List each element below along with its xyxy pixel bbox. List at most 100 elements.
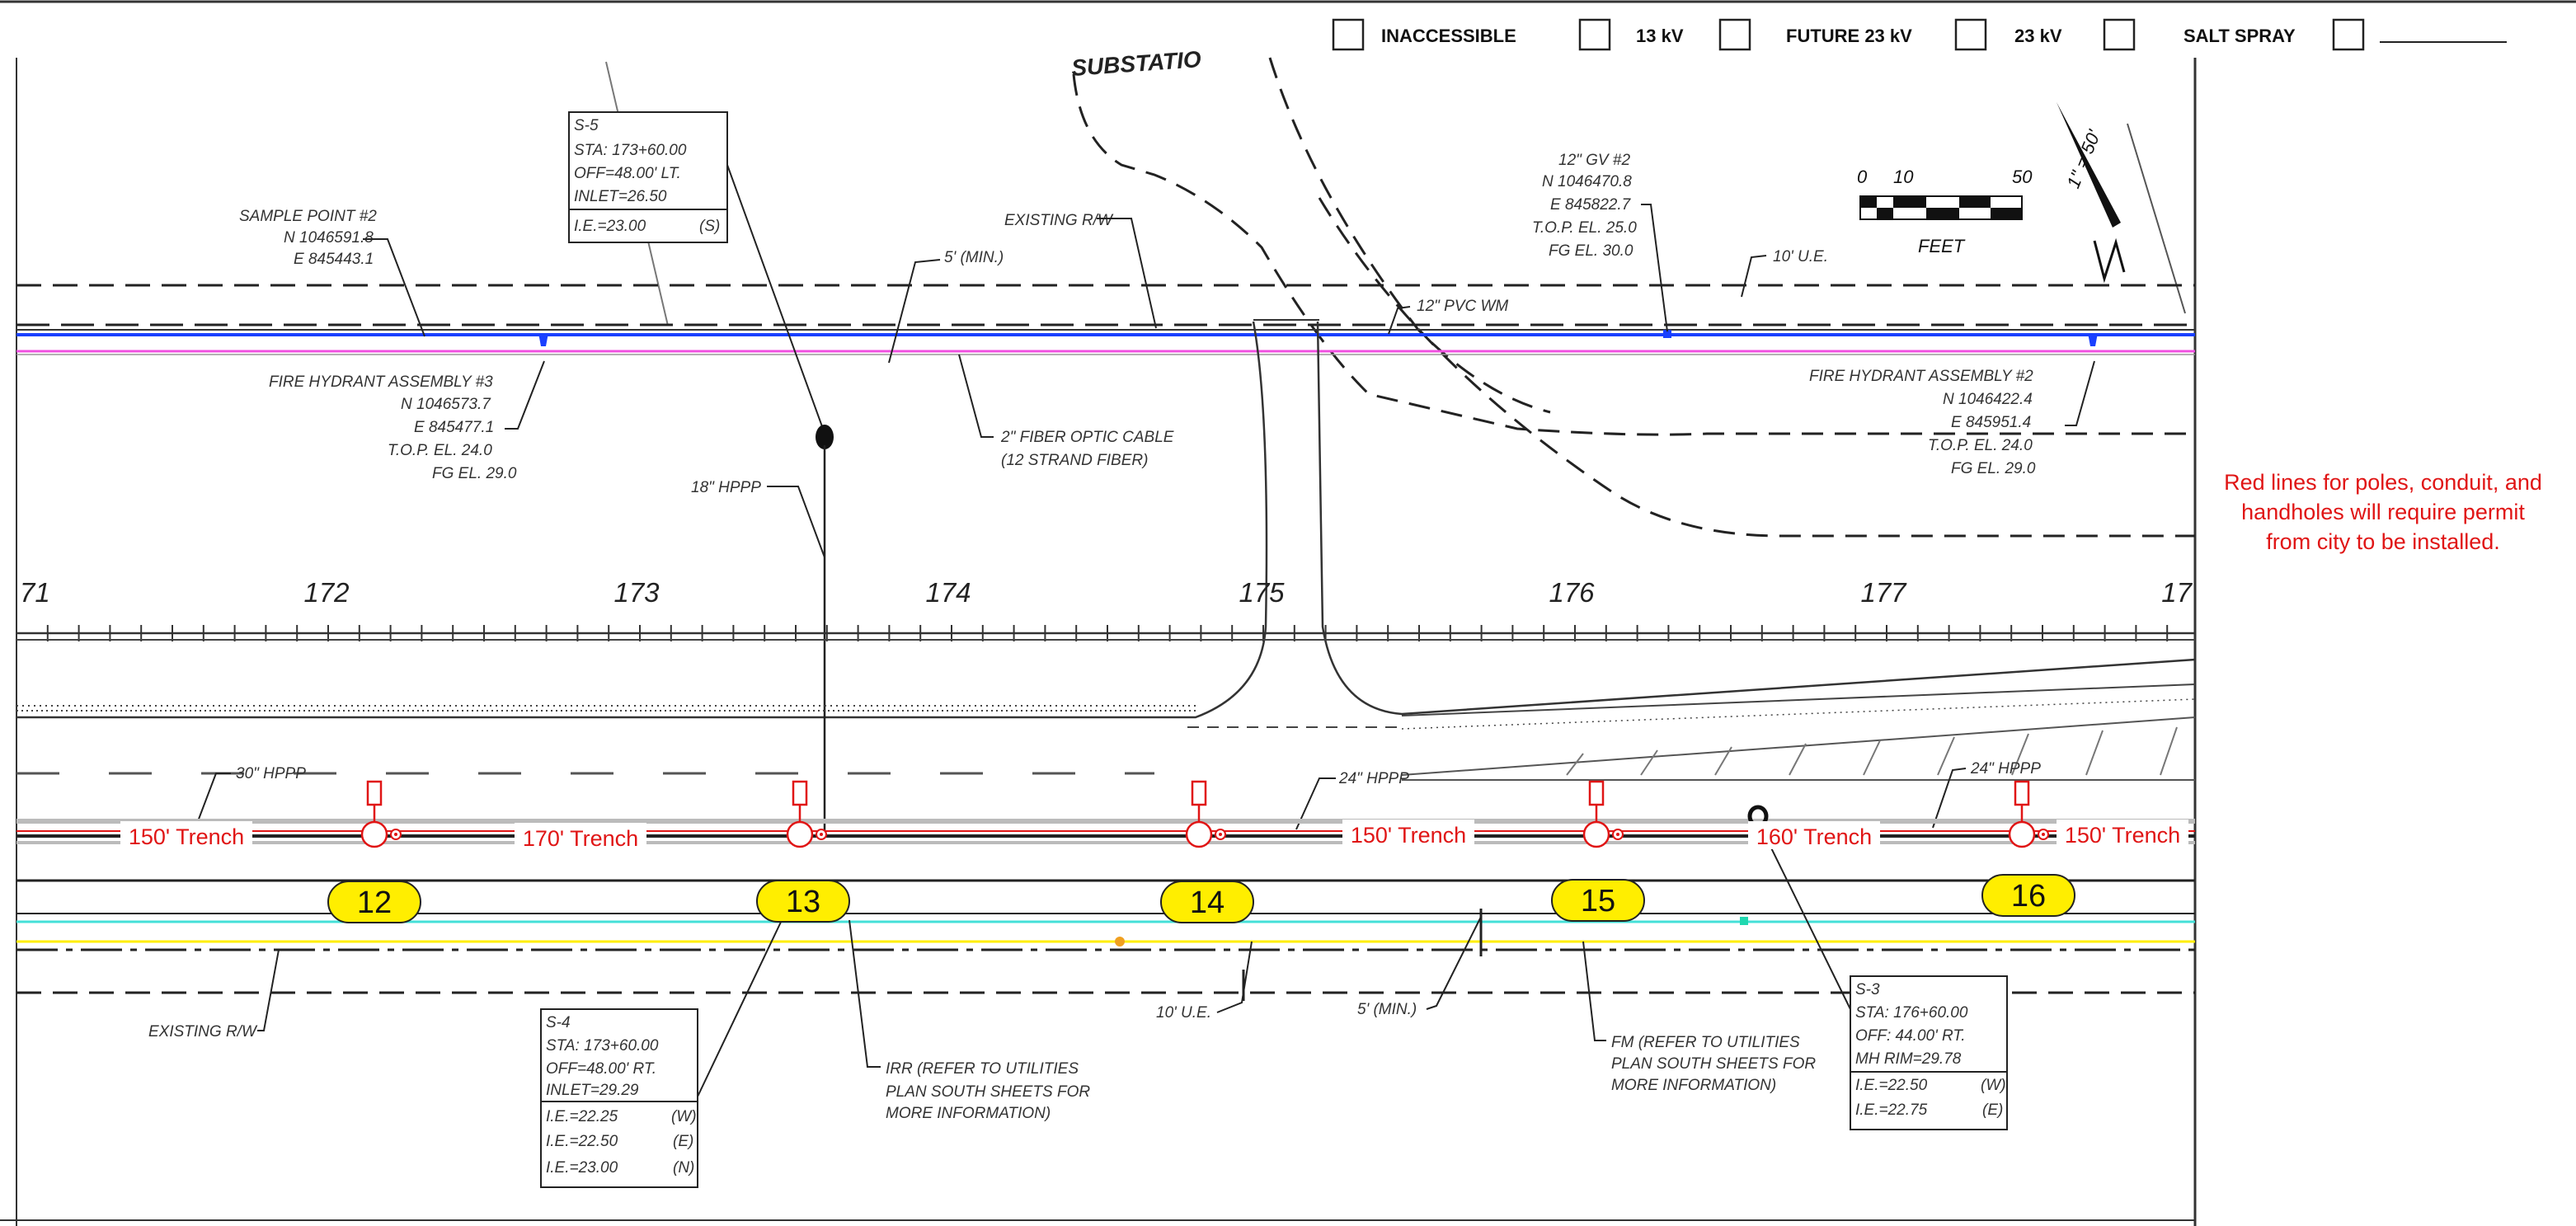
pole-number-badge[interactable]	[1160, 881, 1254, 923]
pole-number-badge[interactable]	[1981, 874, 2075, 917]
legend-checkbox-salt-spray[interactable]	[2103, 18, 2136, 51]
pole-number-badge[interactable]	[327, 881, 421, 923]
legend-checkbox-23kv[interactable]	[1954, 18, 1987, 51]
svg-text:0: 0	[1857, 167, 1868, 187]
callout-irr: IRR (REFER TO UTILITIES PLAN SOUTH SHEET…	[848, 919, 1090, 1122]
legend-label-inaccessible: INACCESSIBLE	[1381, 26, 1516, 46]
pole-icon[interactable]	[1185, 820, 1213, 848]
pole-number: 14	[1190, 885, 1225, 920]
min5-top-label: 5' (MIN.)	[944, 249, 1004, 266]
fire-hydrant-3-icon	[538, 333, 548, 346]
pvc-label: 12" PVC WM	[1417, 298, 1508, 315]
svg-text:FEET: FEET	[1918, 236, 1966, 256]
pole-icon[interactable]	[360, 820, 388, 848]
legend-checkbox-inaccessible[interactable]	[1332, 18, 1365, 51]
svg-text:MORE INFORMATION): MORE INFORMATION)	[1611, 1077, 1776, 1094]
legend-label-future-23kv: FUTURE 23 kV	[1786, 26, 1912, 46]
substation-label: SUBSTATIO	[1070, 46, 1202, 81]
station-label: 174	[925, 577, 971, 608]
svg-text:S-5: S-5	[574, 117, 599, 134]
anchor-dot	[1616, 833, 1619, 836]
trench-label: 150' Trench	[2065, 823, 2180, 848]
riser-icon	[1191, 780, 1207, 806]
svg-text:MH RIM=29.78: MH RIM=29.78	[1855, 1050, 1962, 1068]
ue-bot-label: 10' U.E.	[1156, 1004, 1211, 1022]
svg-text:S-4: S-4	[546, 1014, 571, 1031]
svg-text:FM (REFER TO UTILITIES: FM (REFER TO UTILITIES	[1611, 1034, 1800, 1051]
hppp24a-label: 24" HPPP	[1338, 770, 1409, 787]
svg-text:STA: 173+60.00: STA: 173+60.00	[546, 1037, 659, 1055]
svg-text:(N): (N)	[673, 1159, 694, 1177]
callout-gate-valve: 12" GV #2 N 1046470.8 E 845822.7 T.O.P. …	[1532, 152, 1668, 332]
svg-text:N 1046422.4: N 1046422.4	[1943, 391, 2033, 408]
station-ticks	[16, 625, 2169, 641]
anchor-dot	[1219, 833, 1222, 836]
scale-bar: 0 10 50 FEET 1" = 50'	[1857, 126, 2105, 256]
anchor-dot	[394, 833, 397, 836]
svg-text:SAMPLE POINT #2: SAMPLE POINT #2	[239, 208, 377, 225]
permit-note: Red lines for poles, conduit, and handho…	[2224, 470, 2542, 554]
marker-green-icon	[1740, 917, 1748, 925]
permit-note-line2: handholes will require permit	[2241, 500, 2525, 524]
marker-orange-icon	[1115, 937, 1125, 947]
hppp24b-label: 24" HPPP	[1970, 760, 2041, 777]
svg-text:E 845477.1: E 845477.1	[414, 419, 494, 436]
svg-text:PLAN SOUTH SHEETS FOR: PLAN SOUTH SHEETS FOR	[1611, 1055, 1816, 1073]
manhole-s5-icon	[816, 425, 834, 449]
legend-label-salt-spray: SALT SPRAY	[2183, 26, 2296, 46]
legend-checkbox-13kv[interactable]	[1578, 18, 1611, 51]
svg-text:FG EL. 29.0: FG EL. 29.0	[1951, 460, 2036, 477]
svg-text:T.O.P. EL. 24.0: T.O.P. EL. 24.0	[1928, 437, 2033, 454]
station-label: 176	[1549, 577, 1595, 608]
trench-label: 160' Trench	[1756, 824, 1872, 849]
trench-label-bg	[1748, 821, 1880, 849]
plan-drawing: SUBSTATIO S-5 STA: 173+60.00 OFF=48.00' …	[16, 46, 2196, 1188]
pole-number: 15	[1581, 884, 1615, 918]
anchor-dot	[820, 833, 823, 836]
svg-text:INLET=26.50: INLET=26.50	[574, 188, 667, 205]
svg-text:I.E.=22.50: I.E.=22.50	[1855, 1077, 1928, 1094]
legend-label-13kv: 13 kV	[1636, 26, 1684, 46]
svg-text:I.E.=23.00: I.E.=23.00	[574, 218, 646, 235]
min5-bot-label: 5' (MIN.)	[1357, 1001, 1417, 1018]
svg-text:(12 STRAND FIBER): (12 STRAND FIBER)	[1001, 452, 1148, 469]
riser-icon	[792, 780, 808, 806]
svg-text:FG EL. 30.0: FG EL. 30.0	[1549, 242, 1634, 260]
station-label: 71	[20, 577, 50, 608]
svg-text:N 1046573.7: N 1046573.7	[401, 396, 491, 413]
svg-text:2" FIBER OPTIC CABLE: 2" FIBER OPTIC CABLE	[1000, 429, 1174, 446]
anchor-dot	[2042, 833, 2045, 836]
svg-text:FIRE HYDRANT ASSEMBLY #3: FIRE HYDRANT ASSEMBLY #3	[269, 373, 493, 391]
svg-text:IRR (REFER TO UTILITIES: IRR (REFER TO UTILITIES	[886, 1060, 1079, 1078]
callout-s5: S-5 STA: 173+60.00 OFF=48.00' LT. INLET=…	[568, 111, 824, 430]
legend-checkbox-other[interactable]	[2332, 18, 2365, 51]
svg-text:10: 10	[1893, 167, 1914, 187]
legend-checkbox-future-23kv[interactable]	[1718, 18, 1751, 51]
svg-text:MORE INFORMATION): MORE INFORMATION)	[886, 1105, 1051, 1122]
station-label: 175	[1239, 577, 1285, 608]
pole-icon[interactable]	[2008, 820, 2036, 848]
svg-text:FG EL. 29.0: FG EL. 29.0	[432, 465, 517, 482]
svg-text:INLET=29.29: INLET=29.29	[546, 1082, 639, 1099]
pole-number-badge[interactable]	[1551, 879, 1645, 922]
svg-text:OFF=48.00' LT.: OFF=48.00' LT.	[574, 165, 681, 182]
svg-text:I.E.=22.50: I.E.=22.50	[546, 1133, 618, 1150]
permit-note-line1: Red lines for poles, conduit, and	[2224, 470, 2542, 495]
trench-label-bg	[1342, 820, 1474, 848]
ue-top-label: 10' U.E.	[1773, 248, 1828, 265]
svg-text:STA: 176+60.00: STA: 176+60.00	[1855, 1004, 1968, 1022]
permit-note-line3: from city to be installed.	[2266, 529, 2500, 554]
pole-number-badge[interactable]	[756, 880, 850, 923]
callout-fire-hydrant-3: FIRE HYDRANT ASSEMBLY #3 N 1046573.7 E 8…	[269, 360, 545, 482]
svg-text:I.E.=22.75: I.E.=22.75	[1855, 1102, 1928, 1119]
pole-icon[interactable]	[1582, 820, 1610, 848]
svg-text:I.E.=23.00: I.E.=23.00	[546, 1159, 618, 1177]
svg-text:(E): (E)	[1982, 1102, 2003, 1119]
trench-label: 150' Trench	[1351, 823, 1466, 848]
svg-text:FIRE HYDRANT ASSEMBLY #2: FIRE HYDRANT ASSEMBLY #2	[1809, 368, 2033, 385]
legend: INACCESSIBLE 13 kV FUTURE 23 kV 23 kV SA…	[1332, 18, 2507, 51]
callout-fire-hydrant-2: FIRE HYDRANT ASSEMBLY #2 N 1046422.4 E 8…	[1809, 360, 2095, 477]
pole-icon[interactable]	[786, 820, 814, 848]
